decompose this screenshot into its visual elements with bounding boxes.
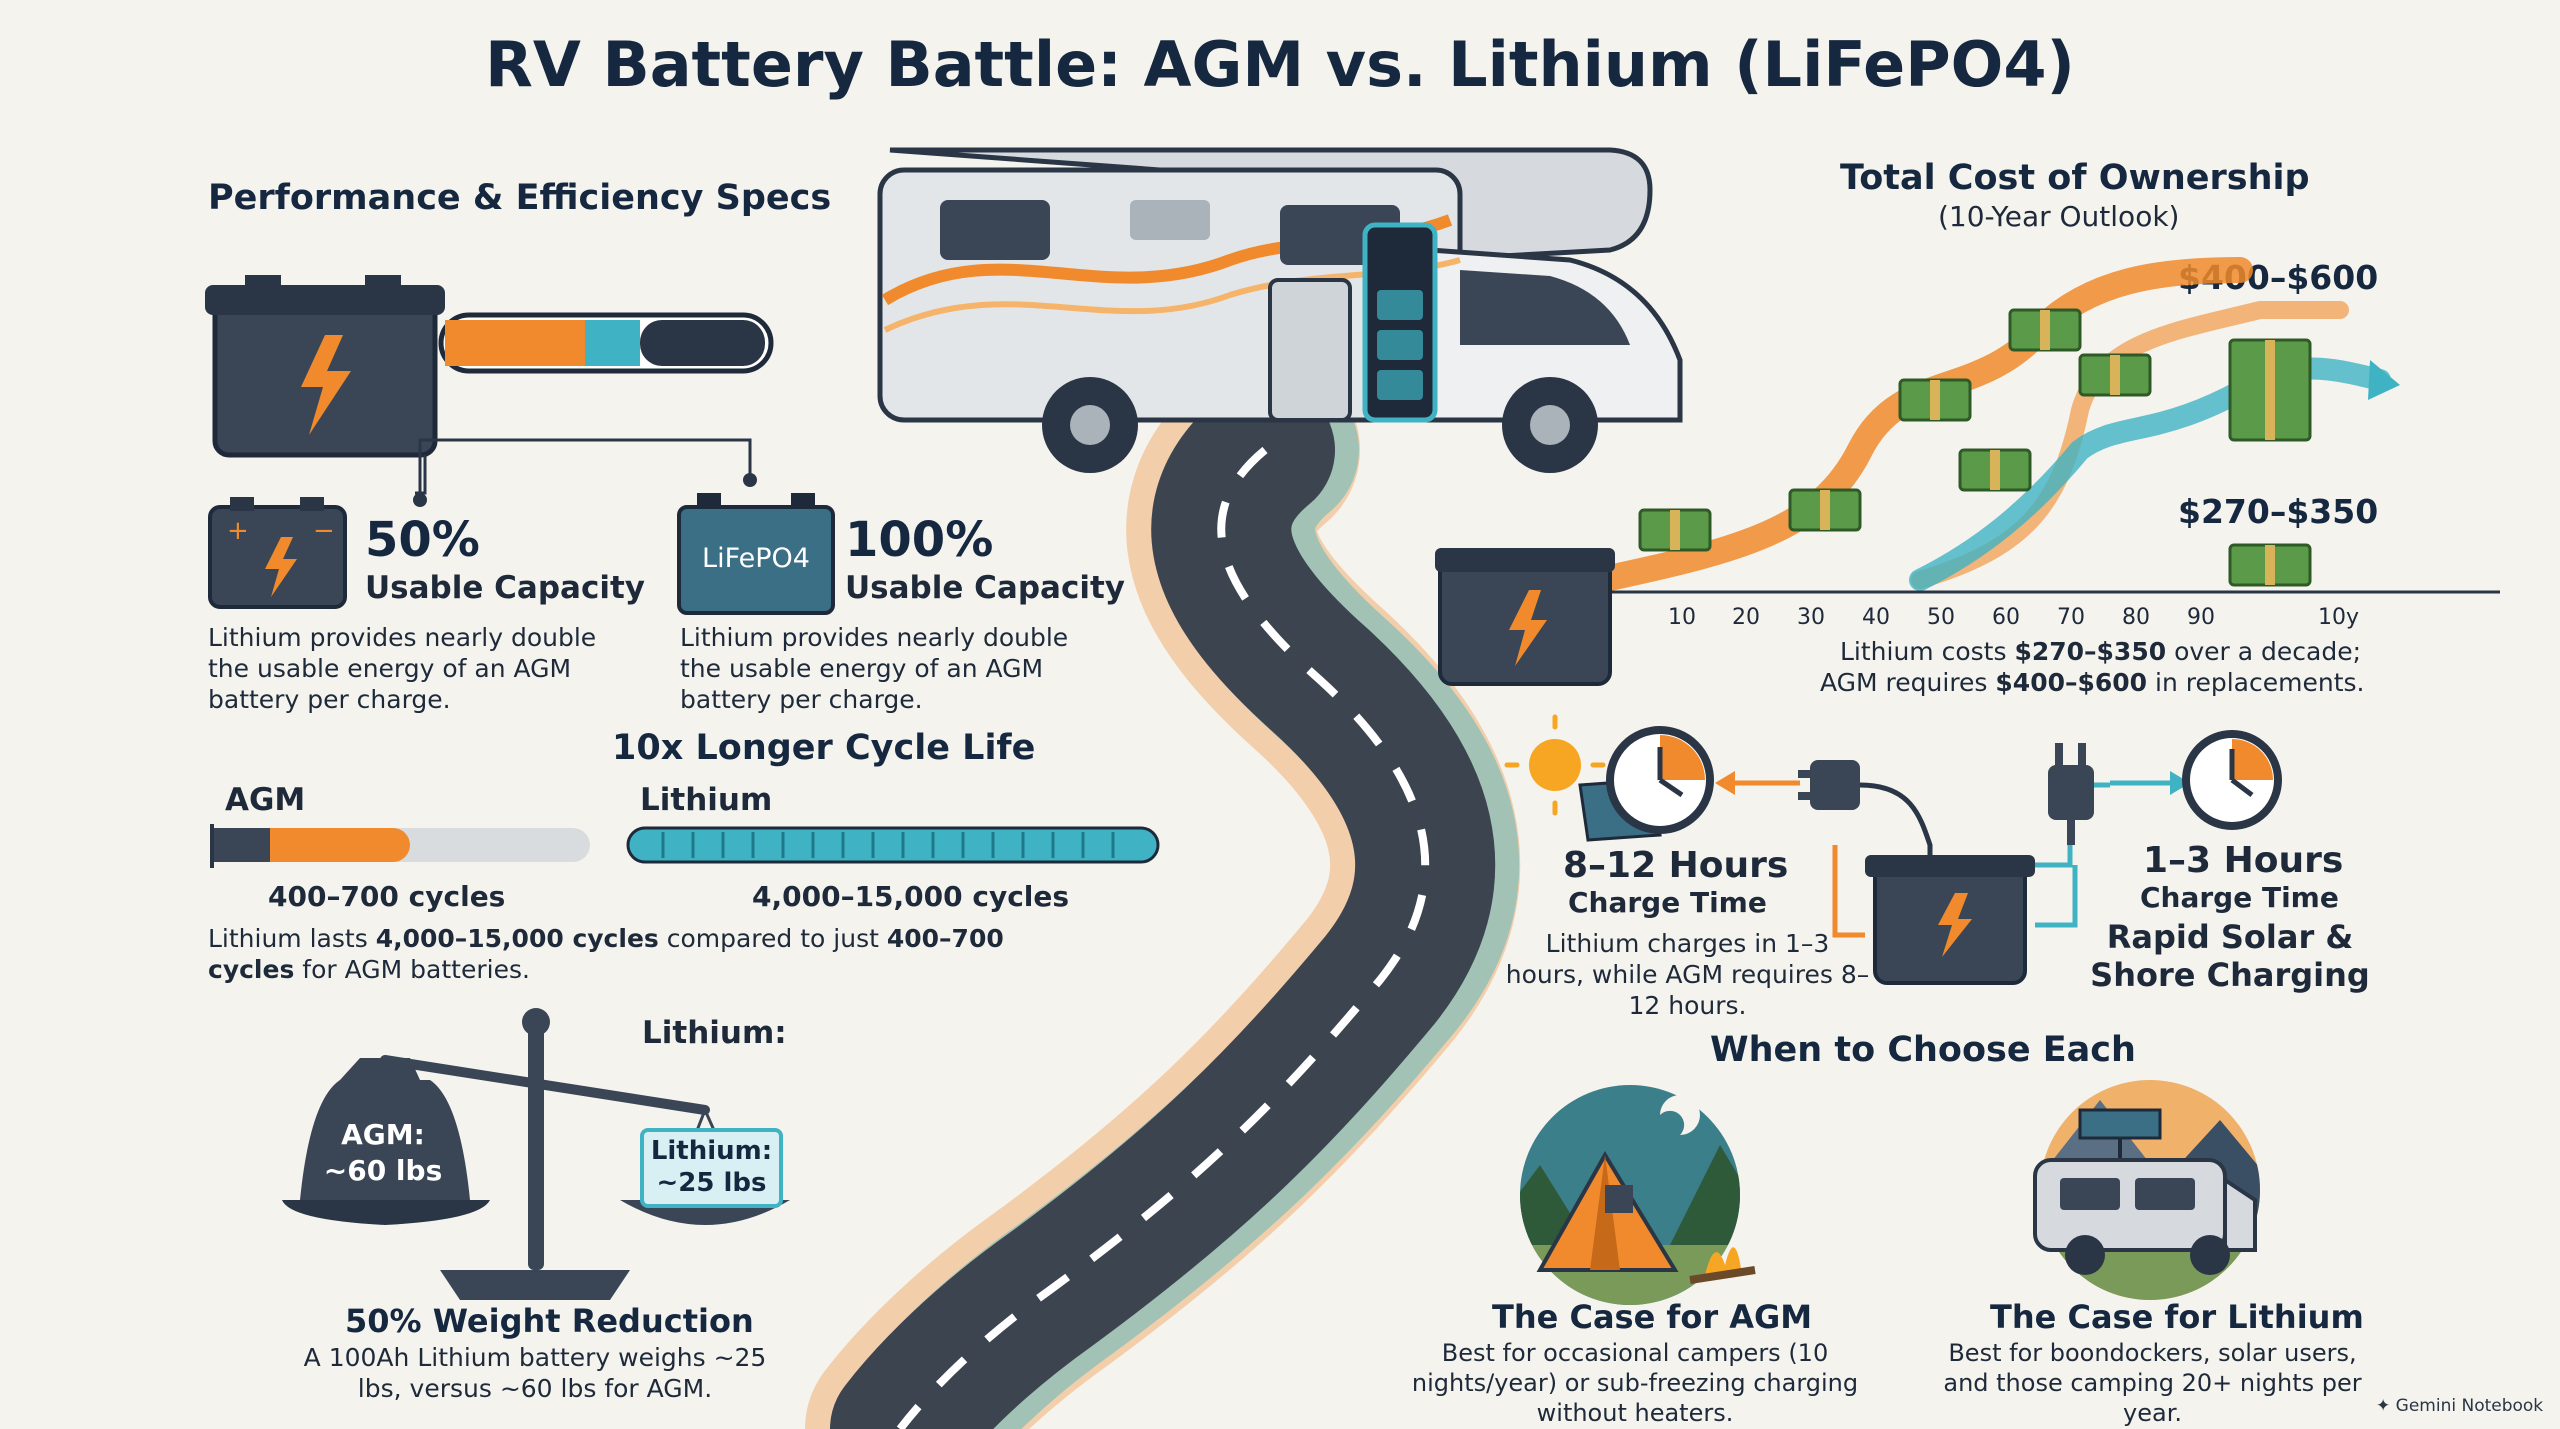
svg-text:+: + (227, 516, 249, 546)
cost-tick-70: 70 (2057, 605, 2085, 630)
cost-tick-20: 20 (1732, 605, 1760, 630)
cost-subheading: (10-Year Outlook) (1938, 200, 2180, 233)
weight-desc: A 100Ah Lithium battery weighs ~25 lbs, … (303, 1343, 767, 1403)
agm-charge-label: Charge Time (1568, 886, 1767, 919)
agm-charge-desc: Lithium charges in 1–3 hours, while AGM … (1505, 929, 1870, 1020)
agm-capacity-desc: Lithium provides nearly double the usabl… (208, 623, 597, 714)
cost-tick-60: 60 (1992, 605, 2020, 630)
agm-case-desc: Best for occasional campers (10 nights/y… (1411, 1339, 1859, 1427)
cost-tick-80: 80 (2122, 605, 2150, 630)
tent-campfire-illustration (1520, 1085, 1756, 1305)
lithium-rapid-charging: Rapid Solar & Shore Charging (2090, 918, 2370, 994)
agm-battery-icon: + − (208, 497, 347, 609)
agm-charge-hours: 8–12 Hours (1563, 845, 1789, 886)
cycle-life-desc: Lithium lasts 4,000–15,000 cycles compar… (208, 924, 1004, 984)
lithium-case-title: The Case for Lithium (1990, 1298, 2364, 1336)
lithium-capacity-desc: Lithium provides nearly double the usabl… (680, 623, 1069, 714)
cost-growth-illustration (1587, 257, 2500, 594)
svg-text:−: − (313, 516, 335, 546)
lithium-weight-name: Lithium: (650, 1136, 773, 1166)
sparkle-icon: ✦ (2376, 1396, 2391, 1416)
charging-illustration (1504, 714, 2282, 985)
lithium-case-desc: Best for boondockers, solar users, and t… (1943, 1339, 2362, 1427)
watermark: ✦ Gemini Notebook (2376, 1396, 2544, 1416)
cost-tick-90: 90 (2187, 605, 2215, 630)
agm-capacity-percent: 50% (365, 512, 480, 568)
lithium-charge-label: Charge Time (2140, 881, 2339, 914)
cost-tick-50: 50 (1927, 605, 1955, 630)
agm-weight-name: AGM: (341, 1118, 425, 1151)
page-title: RV Battery Battle: AGM vs. Lithium (LiFe… (485, 28, 2075, 101)
lithium-charge-hours: 1–3 Hours (2143, 840, 2344, 881)
lithium-weight-value: ~25 lbs (656, 1168, 767, 1198)
lithium-cycle-bar (626, 826, 1160, 864)
agm-capacity-label: Usable Capacity (365, 570, 645, 606)
cost-tick-10y: 10y (2318, 605, 2360, 630)
cost-tick-30: 30 (1797, 605, 1825, 630)
agm-cycle-bar (210, 824, 590, 868)
agm-cycle-label: AGM (225, 782, 306, 818)
cycle-life-heading: 10x Longer Cycle Life (612, 728, 1036, 768)
lithium-capacity-percent: 100% (845, 512, 994, 568)
weight-lithium-top-label: Lithium: (642, 1015, 787, 1051)
van-mountain-illustration (2033, 1080, 2260, 1300)
cost-agm-battery-icon (1435, 548, 1615, 686)
lithium-weight-block: Lithium: ~25 lbs (640, 1128, 783, 1208)
lifepo4-label: LiFePO4 (702, 543, 810, 574)
agm-cycles: 400–700 cycles (268, 880, 506, 913)
agm-weight-value: ~60 lbs (323, 1154, 443, 1187)
cost-tick-40: 40 (1862, 605, 1890, 630)
rv-illustration (877, 147, 1683, 473)
cost-tick-10: 10 (1668, 605, 1696, 630)
performance-heading: Performance & Efficiency Specs (208, 178, 832, 218)
lifepo4-battery-icon: LiFePO4 (677, 493, 835, 615)
choose-heading: When to Choose Each (1710, 1030, 2136, 1070)
lithium-cycles: 4,000–15,000 cycles (752, 880, 1070, 913)
cost-desc-line1: Lithium costs $270–$350 over a decade; (1840, 637, 2362, 666)
big-agm-battery-icon (205, 275, 774, 495)
balance-scale-icon (282, 1008, 790, 1300)
cost-heading: Total Cost of Ownership (1840, 158, 2310, 198)
cost-desc-line2: AGM requires $400–$600 in replacements. (1820, 668, 2365, 697)
lithium-cycle-label: Lithium (640, 782, 773, 818)
agm-case-title: The Case for AGM (1492, 1298, 1813, 1336)
lithium-capacity-label: Usable Capacity (845, 570, 1125, 606)
weight-heading: 50% Weight Reduction (345, 1302, 754, 1340)
lithium-cost-price: $270–$350 (2178, 492, 2379, 531)
capacity-connector-lines (413, 438, 757, 507)
